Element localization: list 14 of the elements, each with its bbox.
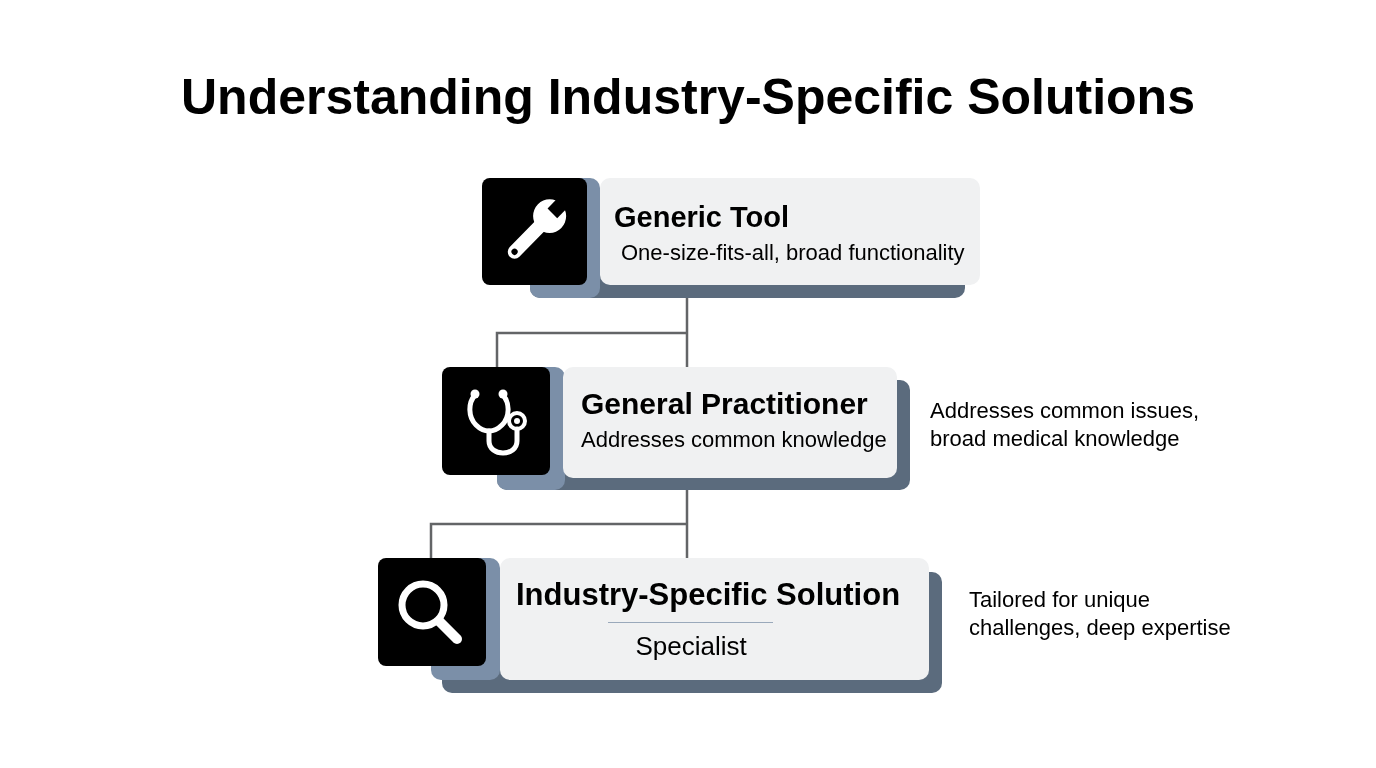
card-title: Generic Tool: [614, 199, 790, 235]
card-subtitle: Specialist: [635, 631, 747, 663]
card-title: General Practitioner: [581, 386, 868, 422]
card: [482, 178, 980, 298]
card-title: Industry-Specific Solution: [516, 576, 901, 614]
card-subtitle: Addresses common knowledge: [581, 426, 887, 454]
card: [378, 558, 942, 693]
side-note: Addresses common issues, broad medical knowledge: [930, 397, 1200, 453]
card-subtitle: One-size-fits-all, broad functionality: [621, 239, 965, 267]
connector-line: [429, 488, 689, 560]
page-title: Understanding Industry-Specific Solutions: [181, 68, 1195, 127]
side-note: Tailored for unique challenges, deep expertise: [969, 586, 1232, 642]
connector-line: [495, 296, 689, 369]
card: [442, 367, 910, 490]
